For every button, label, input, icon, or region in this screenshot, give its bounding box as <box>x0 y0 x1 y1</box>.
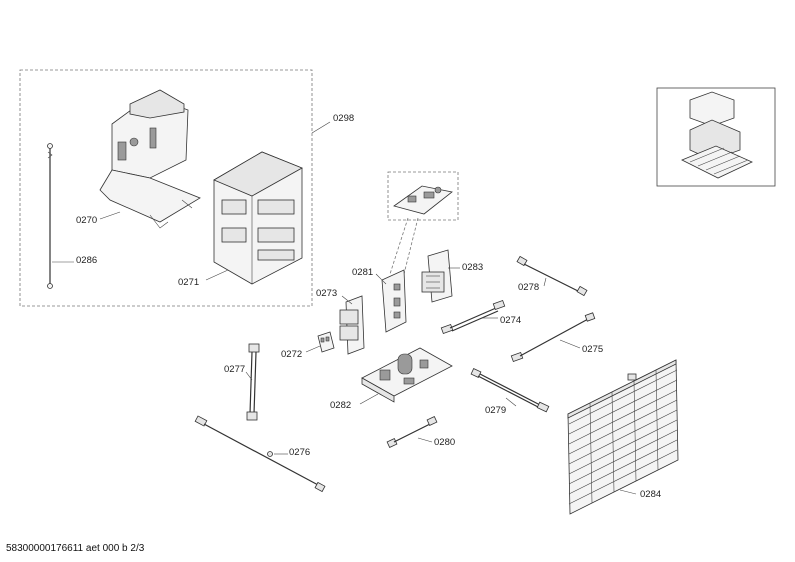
part-0271-frame[interactable] <box>213 151 303 285</box>
label-0280[interactable]: 0280 <box>434 437 455 448</box>
label-0286[interactable]: 0286 <box>76 255 97 266</box>
label-0279[interactable]: 0279 <box>485 405 506 416</box>
part-0284-panel[interactable] <box>567 359 679 515</box>
part-0276-cable[interactable] <box>194 415 326 493</box>
label-0270[interactable]: 0270 <box>76 215 97 226</box>
label-0275[interactable]: 0275 <box>582 344 603 355</box>
footer-document-id: 58300000176611 aet 000 b 2/3 <box>6 543 145 554</box>
label-0271[interactable]: 0271 <box>178 277 199 288</box>
detail-inset-frame <box>387 171 459 221</box>
part-0286-rod[interactable] <box>47 143 53 289</box>
part-0282-power-board[interactable] <box>361 347 453 403</box>
part-0274-ribbon[interactable] <box>440 299 506 335</box>
label-0274[interactable]: 0274 <box>500 315 521 326</box>
part-0277-cable[interactable] <box>246 343 260 421</box>
part-0273-relay[interactable] <box>339 295 365 355</box>
part-0275-cable[interactable] <box>510 312 596 363</box>
label-0277[interactable]: 0277 <box>224 364 245 375</box>
label-0278[interactable]: 0278 <box>518 282 539 293</box>
assembly-group-frame <box>19 69 313 307</box>
label-0283[interactable]: 0283 <box>462 262 483 273</box>
panel-grid-lines <box>568 369 678 505</box>
overview-thumbnail[interactable] <box>656 87 776 187</box>
label-0281[interactable]: 0281 <box>352 267 373 278</box>
part-0278-cable[interactable] <box>516 255 588 297</box>
part-0272-terminal[interactable] <box>317 331 335 353</box>
label-0272[interactable]: 0272 <box>281 349 302 360</box>
part-0281-board[interactable] <box>381 269 407 333</box>
label-0298[interactable]: 0298 <box>333 113 354 124</box>
label-0276[interactable]: 0276 <box>289 447 310 458</box>
part-0270-bracket[interactable] <box>99 89 201 229</box>
label-0273[interactable]: 0273 <box>316 288 337 299</box>
part-0281-detail-pcb <box>393 185 453 215</box>
label-0284[interactable]: 0284 <box>640 489 661 500</box>
part-0283-transformer[interactable] <box>421 249 453 303</box>
part-0279-cable[interactable] <box>470 368 550 413</box>
label-0282[interactable]: 0282 <box>330 400 351 411</box>
part-0280-cable[interactable] <box>386 416 438 448</box>
